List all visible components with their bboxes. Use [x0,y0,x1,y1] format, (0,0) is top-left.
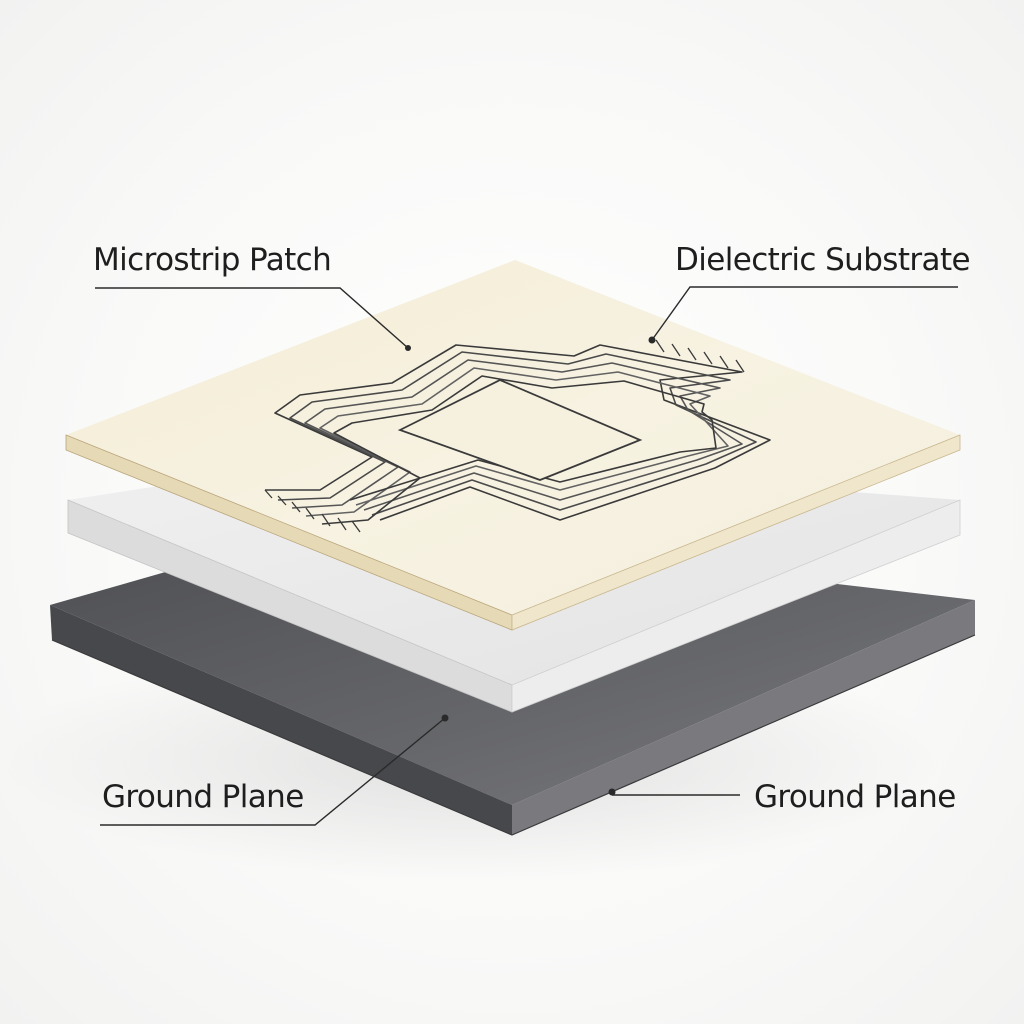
label-ground-plane-left: Ground Plane [102,779,304,815]
leader-ground-plane-left [100,717,446,826]
substrate-side-face [511,499,961,713]
ground-plane-side-face [512,600,975,835]
labels: Microstrip Patch Dielectric Substrate Gr… [93,242,971,815]
leader-microstrip-patch [95,287,409,349]
central-patch [397,379,643,481]
label-ground-plane-right: Ground Plane [754,779,956,815]
leader-lines [95,286,958,826]
leader-dielectric-substrate [651,286,958,341]
feed-line-ends [264,339,745,533]
patch-traces [264,339,771,533]
microstrip-patch-layer [65,260,961,631]
ground-plane-front-face [50,605,512,835]
label-microstrip-patch: Microstrip Patch [93,242,331,278]
patch-side-face [511,434,961,631]
label-dielectric-substrate: Dielectric Substrate [675,242,970,278]
